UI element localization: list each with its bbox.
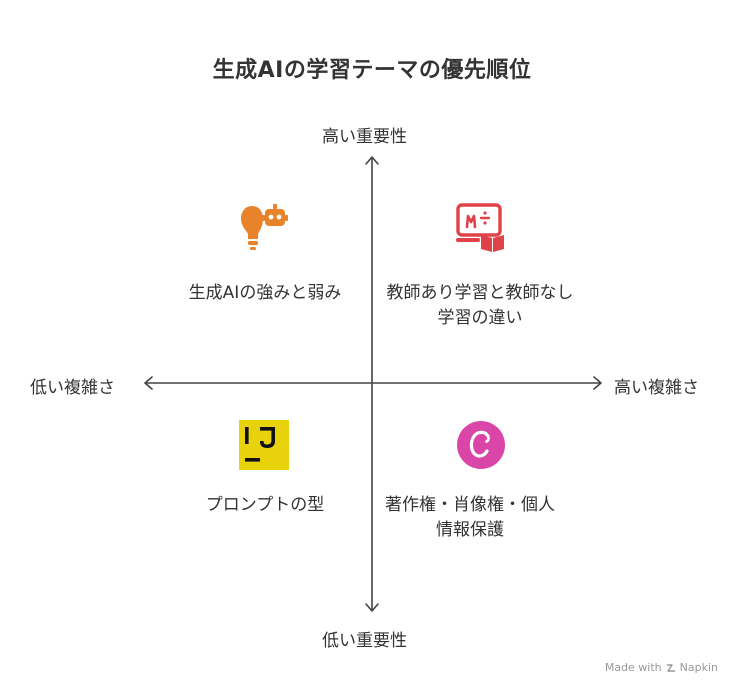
arrow-right-icon: [593, 376, 602, 390]
robot-lightbulb-icon: [239, 202, 291, 254]
napkin-logo-icon: [666, 663, 675, 672]
arrow-up-icon: [365, 156, 379, 165]
arrow-down-icon: [365, 603, 379, 612]
y-axis-bottom-label: 低い重要性: [322, 631, 407, 651]
made-with-napkin-footer: Made with Napkin: [605, 661, 718, 674]
teaching-board-icon: [455, 202, 507, 254]
quadrant-top-left-label: 生成AIの強みと弱み: [188, 283, 342, 303]
arrow-left-icon: [144, 376, 153, 390]
made-with-text: Made with: [604, 661, 662, 674]
ij-logo-icon: [239, 420, 291, 472]
x-axis-left-label: 低い複雑さ: [30, 378, 115, 398]
x-axis-right-label: 高い複雑さ: [614, 378, 699, 398]
diagram-title: 生成AIの学習テーマの優先順位: [212, 58, 532, 83]
quadrant-bottom-left-label: プロンプトの型: [205, 495, 325, 515]
napkin-brand-text: Napkin: [679, 661, 718, 674]
copyright-c-icon: [456, 420, 508, 472]
y-axis-top-label: 高い重要性: [322, 127, 407, 147]
quadrant-top-right-label: 教師あり学習と教師なし学習の違い: [386, 283, 574, 328]
quadrant-bottom-right-label: 著作権・肖像権・個人情報保護: [385, 495, 555, 540]
